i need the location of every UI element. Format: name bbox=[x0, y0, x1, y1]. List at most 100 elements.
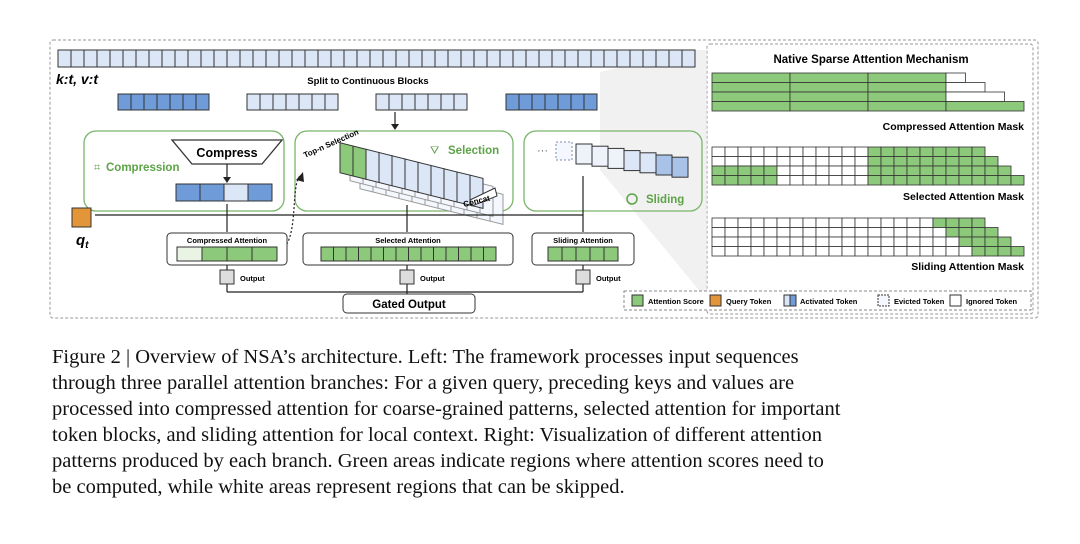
input-token-sequence bbox=[57, 49, 696, 68]
mask-cell bbox=[724, 246, 739, 257]
mask-cell bbox=[984, 236, 999, 247]
block-token bbox=[272, 93, 287, 111]
mask-cell bbox=[815, 156, 830, 167]
mask-cell bbox=[919, 175, 934, 186]
q-label: qt bbox=[76, 232, 89, 251]
mask-cell bbox=[984, 165, 999, 176]
mask-cell bbox=[789, 156, 804, 167]
input-token bbox=[369, 49, 384, 68]
compressed-mask-label: Compressed Attention Mask bbox=[883, 121, 1025, 133]
caption-line: token blocks, and sliding attention for … bbox=[52, 424, 823, 446]
input-token bbox=[668, 49, 683, 68]
mask-cell bbox=[789, 82, 869, 93]
score-cell bbox=[561, 246, 577, 262]
window-token bbox=[607, 147, 625, 169]
mask-cell bbox=[802, 146, 817, 157]
compression-icon: ⌗ bbox=[94, 162, 100, 174]
mask-cell bbox=[997, 165, 1012, 176]
mask-cell bbox=[763, 217, 778, 228]
input-token bbox=[681, 49, 696, 68]
mask-cell bbox=[906, 156, 921, 167]
mask-cell bbox=[737, 217, 752, 228]
block-token bbox=[195, 93, 210, 111]
mask-cell bbox=[724, 227, 739, 238]
block-token bbox=[285, 93, 300, 111]
mask-cell bbox=[711, 101, 791, 112]
mask-cell bbox=[737, 175, 752, 186]
score-cell bbox=[458, 246, 472, 262]
gated-output-label: Gated Output bbox=[372, 299, 446, 311]
compressed-token bbox=[247, 183, 273, 202]
mask-cell bbox=[763, 175, 778, 186]
mask-cell bbox=[958, 175, 973, 186]
mask-cell bbox=[841, 175, 856, 186]
mask-cell bbox=[763, 227, 778, 238]
mask-cell bbox=[763, 156, 778, 167]
sliding-label: Sliding bbox=[646, 194, 684, 206]
mask-cell bbox=[893, 156, 908, 167]
mask-cell bbox=[724, 175, 739, 186]
mask-cell bbox=[906, 146, 921, 157]
mask-cell bbox=[919, 156, 934, 167]
outer-frame bbox=[49, 39, 1039, 319]
caption-line: Figure 2 | Overview of NSA’s architectur… bbox=[52, 346, 799, 368]
block-token bbox=[324, 93, 339, 111]
mask-cell bbox=[945, 217, 960, 228]
compressed-tokens bbox=[175, 183, 273, 202]
input-token bbox=[83, 49, 98, 68]
score-cell bbox=[226, 246, 253, 262]
sliding-attention-scores bbox=[547, 246, 619, 262]
svg-text:Output: Output bbox=[596, 274, 621, 283]
input-token bbox=[460, 49, 475, 68]
mask-cell bbox=[854, 165, 869, 176]
mask-cell bbox=[867, 175, 882, 186]
mask-cell bbox=[776, 165, 791, 176]
mask-cell bbox=[880, 246, 895, 257]
mask-cell bbox=[919, 146, 934, 157]
query-token bbox=[71, 207, 92, 228]
mask-cell bbox=[815, 175, 830, 186]
block-token bbox=[311, 93, 326, 111]
mask-cell bbox=[711, 82, 791, 93]
mask-cell bbox=[776, 217, 791, 228]
mask-cell bbox=[971, 217, 986, 228]
input-token bbox=[395, 49, 410, 68]
mask-cell bbox=[789, 101, 869, 112]
score-cell bbox=[589, 246, 605, 262]
selection-label: Selection bbox=[448, 145, 499, 157]
input-token bbox=[161, 49, 176, 68]
mask-cell bbox=[919, 217, 934, 228]
mask-cell bbox=[750, 146, 765, 157]
input-token bbox=[525, 49, 540, 68]
input-token bbox=[356, 49, 371, 68]
mask-cell bbox=[971, 156, 986, 167]
mask-cell bbox=[919, 227, 934, 238]
input-token bbox=[122, 49, 137, 68]
mask-cell bbox=[932, 146, 947, 157]
mask-cell bbox=[815, 217, 830, 228]
mask-cell bbox=[750, 175, 765, 186]
score-cell bbox=[483, 246, 497, 262]
input-token bbox=[330, 49, 345, 68]
split-blocks bbox=[117, 93, 598, 111]
legend-label: Evicted Token bbox=[894, 297, 945, 306]
mask-cell bbox=[997, 236, 1012, 247]
mask-cell bbox=[724, 146, 739, 157]
mask-cell bbox=[724, 156, 739, 167]
mask-cell bbox=[841, 217, 856, 228]
score-cell bbox=[470, 246, 484, 262]
block-token bbox=[375, 93, 390, 111]
mask-cell bbox=[945, 101, 1025, 112]
input-token bbox=[174, 49, 189, 68]
input-token bbox=[109, 49, 124, 68]
ellipsis: ··· bbox=[537, 145, 548, 157]
input-token bbox=[616, 49, 631, 68]
right-title: Native Sparse Attention Mechanism bbox=[773, 54, 968, 66]
mask-cell bbox=[841, 236, 856, 247]
mask-cell bbox=[841, 246, 856, 257]
input-token bbox=[382, 49, 397, 68]
block-token bbox=[427, 93, 442, 111]
mask-cell bbox=[1010, 175, 1025, 186]
mask-cell bbox=[880, 227, 895, 238]
